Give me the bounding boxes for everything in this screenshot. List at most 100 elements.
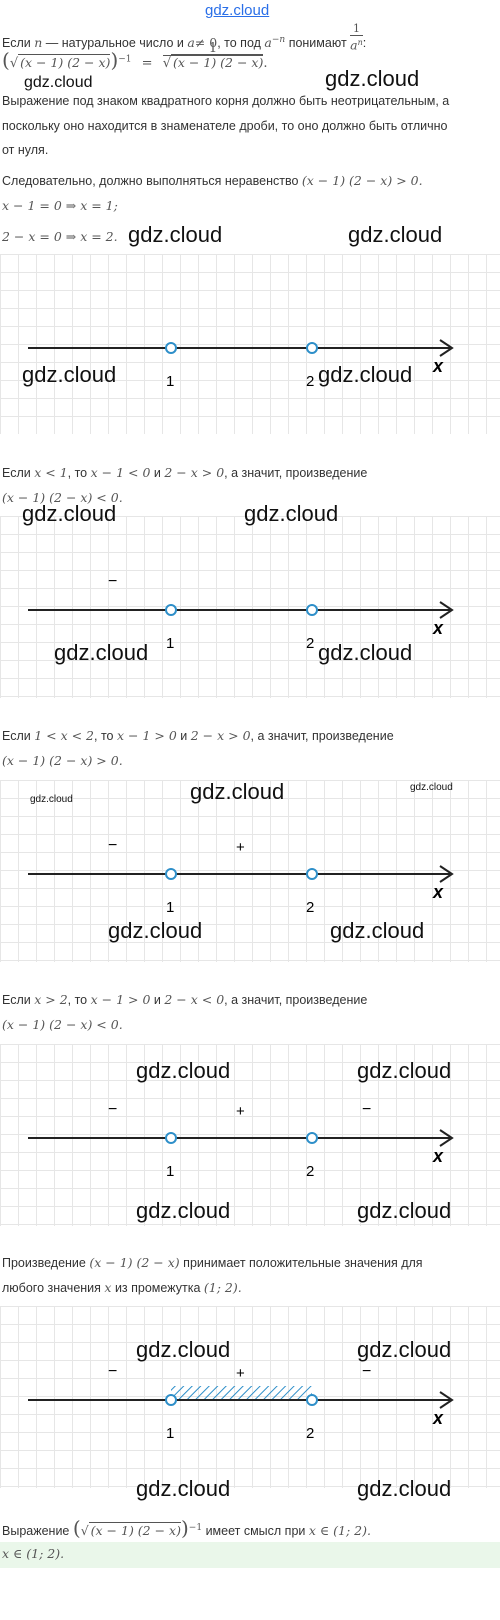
- axis-arrow: [439, 865, 454, 883]
- watermark: gdz.cloud: [357, 1337, 452, 1362]
- math: 2 − x > 0: [164, 465, 225, 480]
- watermark: gdz.cloud: [108, 918, 203, 943]
- text: Если: [2, 466, 31, 480]
- watermark: gdz.cloud: [136, 1476, 231, 1501]
- paragraph-line: от нуля.: [2, 143, 49, 157]
- radicand: (x − 1) (2 − x): [88, 1522, 181, 1539]
- graph-grid: [0, 780, 500, 962]
- sign-minus: −: [108, 1363, 117, 1380]
- text: , а значит, произведение: [250, 729, 394, 743]
- watermark: gdz.cloud: [318, 640, 413, 665]
- graph-grid: [0, 516, 500, 698]
- exp: −1: [188, 1523, 203, 1533]
- math: (x − 1) (2 − x) > 0.: [301, 173, 423, 188]
- tick-label-2: 2: [306, 899, 314, 916]
- root-sign: √: [9, 56, 19, 71]
- paren: ): [110, 48, 119, 72]
- paragraph-line: Выражение под знаком квадратного корня д…: [2, 94, 450, 108]
- conclusion-line: Произведение (x − 1) (2 − x) принимает п…: [2, 1255, 423, 1271]
- text: Если: [2, 36, 31, 51]
- case-line: Если 1 < x < 2, то x − 1 > 0 и 2 − x > 0…: [2, 728, 394, 744]
- case-line: Если x > 2, то x − 1 > 0 и 2 − x < 0, а …: [2, 992, 367, 1008]
- text: и: [180, 729, 188, 743]
- text: Выражение: [2, 1524, 70, 1539]
- axis-label: x: [432, 618, 444, 638]
- tick-label-2: 2: [306, 373, 314, 390]
- math: (1; 2).: [203, 1280, 242, 1295]
- axis-label: x: [432, 356, 444, 376]
- tick-label-1: 1: [166, 899, 174, 916]
- watermark: gdz.cloud: [136, 1058, 231, 1083]
- paren: (: [72, 1516, 81, 1541]
- point-2: [306, 342, 318, 354]
- rhs-fraction: 1 √(x − 1) (2 − x): [162, 42, 264, 71]
- point-1: [165, 868, 177, 880]
- root-sign: √: [162, 56, 172, 71]
- equals: =: [141, 56, 153, 71]
- tick-label-2: 2: [306, 1163, 314, 1180]
- conclusion-line: любого значения x из промежутка (1; 2).: [2, 1280, 242, 1296]
- axis-arrow: [439, 601, 454, 619]
- watermark: gdz.cloud: [330, 918, 425, 943]
- intro-fraction: 1 an: [350, 22, 363, 54]
- sign-plus: +: [236, 1365, 245, 1382]
- math: ≠ 0: [194, 35, 218, 51]
- text: , то под: [217, 36, 261, 51]
- solution-interval-hatch: [171, 1386, 312, 1400]
- text: .: [263, 56, 268, 71]
- number-line-4: − + − x 1 2: [28, 1101, 454, 1180]
- text: , то: [67, 466, 88, 480]
- text: , а значит, произведение: [224, 466, 368, 480]
- watermark: gdz.cloud: [244, 501, 339, 526]
- point-1: [165, 1394, 177, 1406]
- text: :: [362, 36, 367, 51]
- text: Если: [2, 729, 31, 743]
- watermark: gdz.cloud: [357, 1476, 452, 1501]
- sign-minus: −: [108, 1101, 117, 1118]
- watermark-small: gdz.cloud: [410, 782, 453, 793]
- math: a: [187, 35, 195, 51]
- case-line: Если x < 1, то x − 1 < 0 и 2 − x > 0, а …: [2, 465, 367, 481]
- math: n: [34, 35, 43, 51]
- point-1: [165, 1132, 177, 1144]
- point-2: [306, 604, 318, 616]
- text: Следовательно, должно выполняться нераве…: [2, 174, 299, 188]
- watermark: gdz.cloud: [54, 640, 149, 665]
- point-2: [306, 1132, 318, 1144]
- axis-label: x: [432, 1146, 444, 1166]
- text: и: [153, 466, 161, 480]
- watermark: gdz.cloud: [128, 222, 223, 247]
- final-line: Выражение (√(x − 1) (2 − x))−1 имеет смы…: [2, 1516, 371, 1543]
- math: x − 1 > 0: [116, 728, 177, 743]
- intro-line: Если n — натуральное число и a≠ 0, то по…: [2, 22, 367, 54]
- watermark: gdz.cloud: [136, 1337, 231, 1362]
- watermark: gdz.cloud: [136, 1198, 231, 1223]
- text: , то: [94, 729, 114, 743]
- point-1: [165, 342, 177, 354]
- text: — натуральное число и: [45, 36, 184, 51]
- watermark: gdz.cloud: [22, 501, 117, 526]
- text: , то: [67, 993, 88, 1007]
- watermark: gdz.cloud: [24, 74, 93, 91]
- text: и: [153, 993, 161, 1007]
- exp: −1: [118, 54, 132, 65]
- frac-num: 1: [350, 22, 363, 37]
- watermark: gdz.cloud: [22, 362, 117, 387]
- answer-text: x ∈ (1; 2).: [2, 1546, 65, 1561]
- axis-label: x: [432, 1408, 444, 1428]
- graph-grid: [0, 1044, 500, 1226]
- math: x − 1 < 0: [90, 465, 151, 480]
- watermark: gdz.cloud: [325, 66, 420, 91]
- paren: (: [2, 48, 10, 72]
- math: x ∈ (1; 2).: [308, 1523, 371, 1539]
- radicand: (x − 1) (2 − x): [18, 54, 111, 70]
- watermark: gdz.cloud: [190, 779, 285, 804]
- paragraph-line: поскольку оно находится в знаменателе др…: [2, 119, 448, 133]
- root-sign: √: [80, 1523, 89, 1539]
- math: a: [264, 35, 272, 51]
- equation: x − 1 = 0 ⇒ x = 1;: [2, 198, 118, 213]
- number-line-2: − x 1 2: [28, 573, 454, 652]
- text: любого значения: [2, 1281, 101, 1295]
- graph-grid: [0, 254, 500, 434]
- tick-label-1: 1: [166, 373, 174, 390]
